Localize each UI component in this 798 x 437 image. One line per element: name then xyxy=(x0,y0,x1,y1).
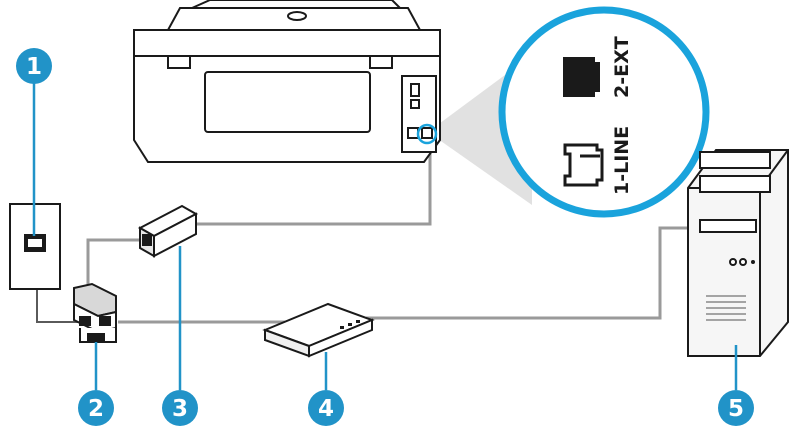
dsl-filter xyxy=(137,204,199,258)
port-zoom-callout: 2-EXT 1-LINE xyxy=(498,6,710,218)
printer-port-ext xyxy=(407,127,419,139)
zoom-ring xyxy=(498,6,710,218)
cable-filter-to-printer xyxy=(192,145,432,226)
callout-1-label: 1 xyxy=(26,54,42,80)
leader-lines xyxy=(32,82,738,390)
printer-hinge-left xyxy=(167,55,191,69)
printer xyxy=(133,0,441,163)
ext-port-icon xyxy=(563,57,600,97)
printer-power-port xyxy=(410,99,420,109)
printer-hinge-right xyxy=(369,55,393,69)
callout-4: 4 xyxy=(308,390,344,426)
callout-5: 5 xyxy=(718,390,754,426)
cable-splitter-to-filter xyxy=(86,238,142,292)
printer-rear-door xyxy=(204,71,371,133)
printer-port-highlight xyxy=(416,123,438,145)
splitter xyxy=(73,282,117,343)
printer-upper-body xyxy=(133,29,441,57)
line-port-icon xyxy=(563,143,604,187)
printer-port-line xyxy=(421,127,433,139)
computer-tower xyxy=(687,149,789,357)
line-port-label: 1-LINE xyxy=(611,126,633,195)
printer-handle xyxy=(287,11,307,21)
ext-port-label: 2-EXT xyxy=(611,36,633,98)
callout-5-label: 5 xyxy=(728,396,744,422)
callout-2: 2 xyxy=(78,390,114,426)
callout-4-label: 4 xyxy=(318,396,334,422)
printer-tray xyxy=(191,0,401,9)
cables xyxy=(36,145,688,324)
callout-3-label: 3 xyxy=(172,396,188,422)
cable-modem-to-computer xyxy=(366,226,688,320)
printer-usb-port xyxy=(410,83,420,97)
callout-3: 3 xyxy=(162,390,198,426)
callout-2-label: 2 xyxy=(88,396,104,422)
callout-1: 1 xyxy=(16,48,52,84)
dsl-modem xyxy=(262,302,375,358)
